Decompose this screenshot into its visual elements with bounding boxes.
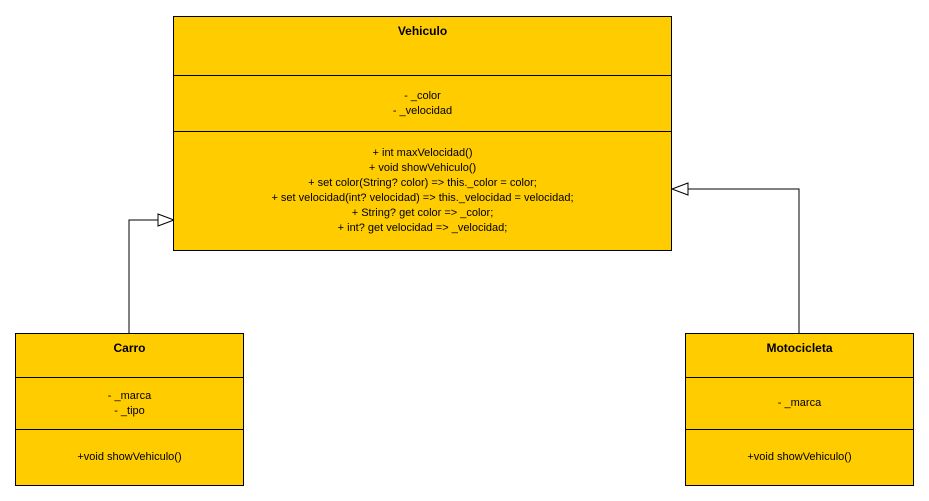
class-carro-name: Carro xyxy=(113,341,146,355)
class-vehiculo[interactable]: Vehiculo - _color - _velocidad + int max… xyxy=(173,16,672,251)
class-vehiculo-attributes: - _color - _velocidad xyxy=(174,75,671,131)
class-carro[interactable]: Carro - _marca - _tipo +void showVehicul… xyxy=(15,333,244,486)
class-motocicleta-methods: +void showVehiculo() xyxy=(686,429,913,485)
attribute-velocidad: - _velocidad xyxy=(392,104,453,117)
method-max-velocidad: + int maxVelocidad() xyxy=(372,147,473,159)
class-motocicleta-name: Motocicleta xyxy=(766,341,833,355)
method-show-vehiculo: +void showVehiculo() xyxy=(77,451,182,463)
motocicleta-generalization-arrowhead xyxy=(670,182,689,196)
attribute-marca: - _marca xyxy=(107,389,152,402)
method-set-color: + set color(String? color) => this._colo… xyxy=(308,177,537,189)
carro-to-vehiculo-line xyxy=(128,219,158,333)
class-vehiculo-name: Vehiculo xyxy=(397,24,448,38)
attribute-color: - _color xyxy=(404,89,441,102)
class-motocicleta-name-section: Motocicleta xyxy=(686,334,913,377)
method-show-vehiculo: +void showVehiculo() xyxy=(747,451,852,463)
method-set-velocidad: + set velocidad(int? velocidad) => this.… xyxy=(271,192,574,204)
class-carro-name-section: Carro xyxy=(16,334,243,377)
class-carro-attributes: - _marca - _tipo xyxy=(16,377,243,429)
method-show-vehiculo: + void showVehiculo() xyxy=(368,162,477,174)
class-motocicleta-attributes: - _marca xyxy=(686,377,913,429)
attribute-tipo: - _tipo xyxy=(114,404,145,417)
class-motocicleta[interactable]: Motocicleta - _marca +void showVehiculo(… xyxy=(685,333,914,486)
method-get-color: + String? get color => _color; xyxy=(351,207,494,219)
attribute-marca: - _marca xyxy=(777,397,822,409)
method-get-velocidad: + int? get velocidad => _velocidad; xyxy=(337,222,508,234)
carro-generalization-arrowhead xyxy=(157,213,176,227)
motocicleta-to-vehiculo-line xyxy=(688,188,800,333)
class-carro-methods: +void showVehiculo() xyxy=(16,429,243,485)
class-vehiculo-methods: + int maxVelocidad() + void showVehiculo… xyxy=(174,131,671,250)
class-vehiculo-name-section: Vehiculo xyxy=(174,17,671,75)
